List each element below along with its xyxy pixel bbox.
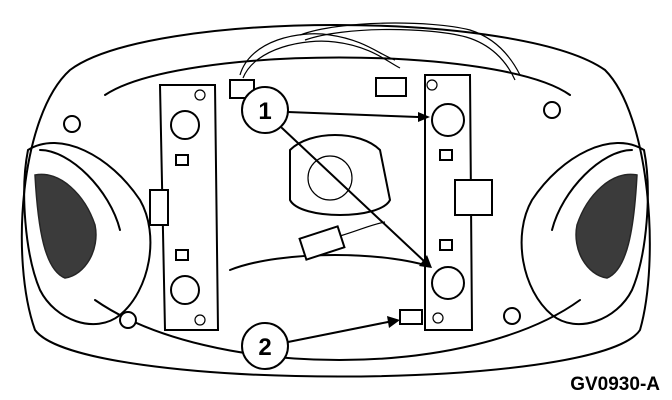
svg-text:2: 2 xyxy=(258,334,271,361)
svg-text:1: 1 xyxy=(258,98,271,125)
right-horn-switch-pad xyxy=(520,142,649,325)
callout-2: 2 xyxy=(241,322,289,370)
right-upper-bolt xyxy=(431,103,465,137)
left-mounting-bracket xyxy=(149,84,220,331)
right-lower-clip xyxy=(399,309,423,325)
callout-leaders xyxy=(281,111,432,343)
steering-column-hub xyxy=(229,134,441,271)
rim-screws xyxy=(63,101,561,329)
steering-wheel-rim xyxy=(20,24,651,378)
left-upper-bolt xyxy=(170,110,200,140)
wire-connector-top xyxy=(375,77,407,97)
right-lower-bolt xyxy=(431,266,465,300)
center-connector xyxy=(298,221,386,261)
right-mounting-bracket xyxy=(399,74,493,331)
figure-id-label: GV0930-A xyxy=(570,374,660,395)
left-lower-bolt xyxy=(170,275,200,305)
left-horn-switch-pad xyxy=(23,142,152,325)
callout-1: 1 xyxy=(241,86,289,134)
